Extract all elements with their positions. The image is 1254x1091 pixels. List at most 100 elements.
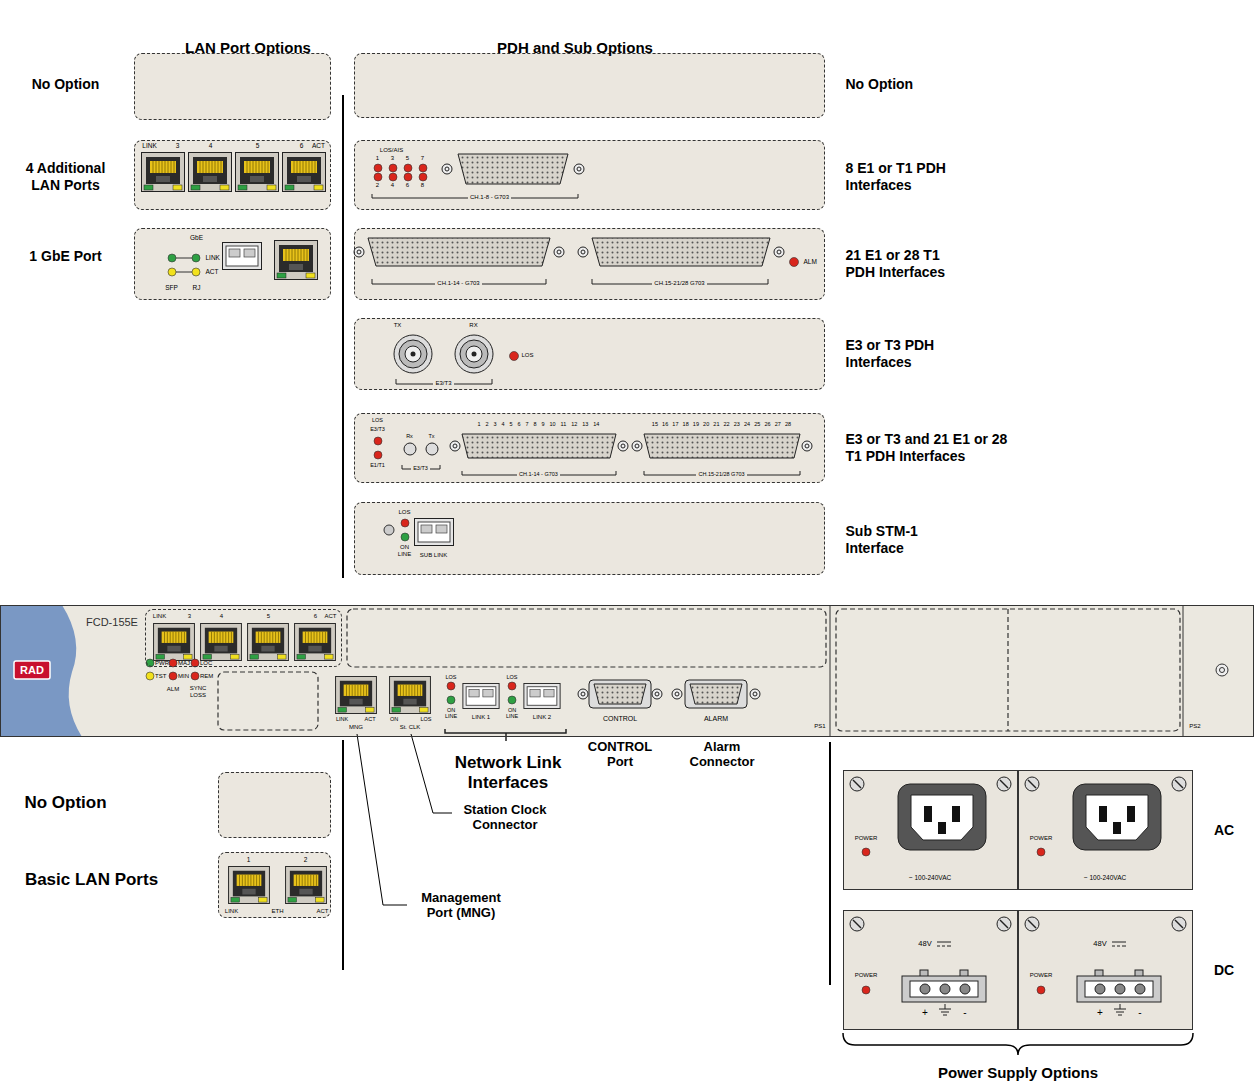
callout-label: CONTROL Port [583, 740, 657, 770]
e3-panel [394, 335, 432, 373]
sub-option: Sub STM-1 InterfaceLOSON LINESUB LINK [354, 502, 825, 575]
gbe-port [223, 243, 262, 270]
basic-lan-ports [229, 866, 270, 903]
panel-label: 8 [421, 182, 424, 189]
e1-21-panel [372, 279, 768, 284]
panel-label: LINK [225, 908, 238, 915]
callout-label: DC [1214, 962, 1234, 978]
chassis [830, 605, 831, 737]
option-slot-fill [134, 53, 825, 918]
panel-label: LINK [142, 142, 156, 149]
panel-label: LOS [398, 509, 410, 516]
port-label: MNG [349, 724, 363, 731]
panel-label: GbE [190, 234, 203, 241]
chassis [690, 684, 742, 704]
power-supply [1077, 976, 1161, 1002]
lan-port-4 [236, 153, 279, 192]
option-label: E3 or T3 PDH Interfaces [846, 337, 936, 369]
power-supply [1037, 848, 1045, 856]
e1-21-panel [368, 238, 550, 266]
panel-label: E1/T1 [370, 462, 385, 468]
panel-label: ACT [325, 613, 337, 620]
e1-21-panel [354, 238, 799, 284]
option-label: No Option [6, 793, 126, 813]
panel-label: POWER [855, 972, 878, 979]
panel-label: TX [394, 322, 402, 329]
e1-8-panel [374, 164, 427, 181]
power-supply [898, 784, 986, 850]
option-slot-fill [354, 413, 825, 483]
e3-panel [466, 346, 482, 362]
panel-label: POWER [855, 835, 878, 842]
chassis [218, 672, 318, 730]
power-supply [1025, 777, 1039, 791]
chassis [578, 689, 588, 699]
chassis [589, 680, 651, 708]
callout-label: AC [1214, 822, 1234, 838]
panel-label: LINK [153, 613, 166, 620]
logo-text: RAD [20, 664, 44, 677]
callout-label: Power Supply Options [938, 1064, 1098, 1081]
port-label: ON LINE [502, 707, 522, 720]
power-supply [843, 770, 1193, 890]
option-slot-fill [354, 53, 825, 118]
e1-8-panel [404, 164, 412, 172]
power-supply [937, 942, 951, 946]
e3-e1-panel [450, 441, 460, 451]
panel-label: 6 [314, 613, 317, 620]
leader-line [411, 734, 452, 813]
panel-label: SUB LINK [420, 552, 447, 559]
power-supply [940, 984, 950, 994]
option-label: 1 GbE Port [16, 248, 116, 264]
option-label: E3 or T3 and 21 E1 or 28 T1 PDH Interfac… [846, 431, 1008, 463]
panel-label: 4 [391, 182, 394, 189]
port-label: ALM [167, 686, 179, 693]
lan-port-4 [142, 153, 326, 192]
gbe-port [176, 272, 192, 273]
lan-port-4 [189, 153, 232, 192]
gbe-port [275, 241, 318, 280]
panel-label: 3 [188, 613, 191, 620]
power-supply [939, 1004, 951, 1015]
panel-label: ~ 100-240VAC [909, 874, 951, 881]
e3-e1-panel [802, 441, 812, 451]
chassis [146, 659, 154, 667]
e1-8-panel [458, 154, 568, 184]
port-label: REM [200, 673, 213, 680]
power-supply [997, 917, 1011, 931]
panel-label: - [963, 1007, 966, 1019]
option-slot-fill [354, 228, 825, 300]
chassis [594, 684, 646, 704]
panel-label: RJ [193, 284, 201, 291]
chassis [0, 605, 1254, 741]
e3-panel [405, 346, 421, 362]
panel-label: 2 [304, 856, 308, 863]
panel-label: LOS [372, 417, 383, 423]
panel-label: ACT [312, 142, 325, 149]
option-slot-fill [218, 852, 331, 918]
divider-line [342, 95, 344, 578]
chassis [1183, 605, 1184, 737]
divider-line [342, 740, 344, 970]
port-label: PS1 [814, 723, 825, 730]
port-label: LINK 2 [533, 714, 551, 721]
option-label: No Option [846, 76, 966, 92]
chassis-lan-slot: LINK3456ACT [145, 609, 342, 667]
chassis [191, 659, 199, 667]
chassis [508, 682, 516, 690]
port-label: ON [390, 716, 398, 722]
option-label: Basic LAN Ports [7, 870, 177, 890]
power-supply [862, 848, 870, 856]
option-slot-fill [218, 772, 331, 838]
e1-8-panel [442, 164, 452, 174]
chassis [248, 623, 289, 660]
panel-label: ACT [317, 908, 329, 915]
panel-label: E3/T3 [411, 465, 430, 471]
panel-label: ON LINE [394, 544, 416, 558]
panel-label: CH.15-21/28 G703 [696, 471, 746, 477]
port-label: St. CLK [400, 724, 421, 731]
panel-label: CH.15-21/28 G703 [652, 280, 706, 287]
e3-panel [399, 340, 427, 368]
column-heading: LAN Port Options [185, 39, 311, 56]
